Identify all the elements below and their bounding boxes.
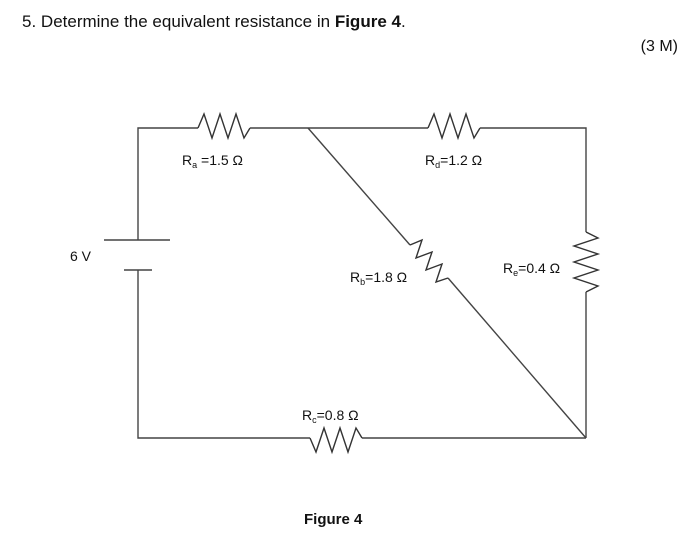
- resistor-rc: [309, 425, 363, 455]
- resistor-re: [571, 231, 601, 293]
- wire-diagonal-lower: [447, 277, 587, 439]
- wire-top-right: [480, 127, 587, 232]
- figure-caption: Figure 4: [304, 511, 363, 528]
- question-text: 5. Determine the equivalent resistance i…: [22, 12, 406, 32]
- figure-reference: Figure 4: [334, 12, 401, 31]
- label-rc: Rc=0.8 Ω: [302, 407, 359, 425]
- resistor-ra: [197, 111, 251, 141]
- resistor-rb: [409, 238, 449, 284]
- marks-label: (3 M): [640, 38, 678, 55]
- wire-top-left: [137, 127, 198, 240]
- question-number: 5.: [22, 12, 37, 31]
- question-body: Determine the equivalent resistance in: [40, 12, 331, 31]
- label-ra: Ra =1.5 Ω: [182, 152, 243, 170]
- resistor-rd: [427, 111, 481, 141]
- label-re: Re=0.4 Ω: [503, 260, 560, 278]
- question-end: .: [400, 12, 406, 31]
- label-rb: Rb=1.8 Ω: [350, 269, 407, 287]
- wire-bottom-left: [137, 270, 310, 439]
- source-label: 6 V: [70, 248, 92, 264]
- wire-diagonal-upper: [307, 127, 411, 246]
- label-rd: Rd=1.2 Ω: [425, 152, 482, 170]
